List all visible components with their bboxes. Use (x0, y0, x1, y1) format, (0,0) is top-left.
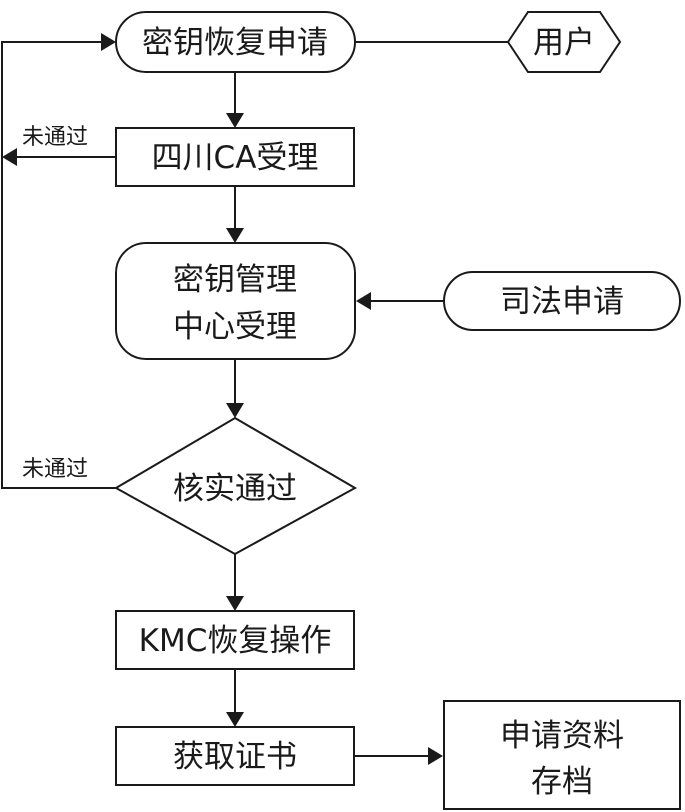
arrow-head (226, 403, 244, 418)
arrow-head (226, 712, 244, 727)
node-recovery-request-label: 密钥恢复申请 (142, 25, 328, 61)
edge-certificate-to-archive (354, 747, 443, 765)
node-verify-pass: 核实通过 (113, 416, 358, 556)
node-archive-label-line1: 申请资料 (500, 718, 624, 754)
arrow-head (226, 228, 244, 243)
node-recovery-request: 密钥恢复申请 (115, 11, 356, 73)
node-archive: 申请资料 存档 (443, 700, 681, 810)
edge-verify-to-recovery (226, 554, 244, 611)
arrow-head (2, 148, 17, 166)
node-verify-pass-label: 核实通过 (173, 471, 297, 507)
node-kmc-accept-label-line2: 中心受理 (173, 309, 297, 345)
edge-ca-rejected (2, 148, 116, 166)
arrow-head (226, 596, 244, 611)
node-sichuan-ca: 四川CA受理 (115, 127, 355, 187)
node-get-certificate-label: 获取证书 (173, 739, 297, 775)
edge-request-to-ca (226, 72, 244, 128)
arrow-head (101, 33, 116, 51)
edge-ca-to-kmc (226, 186, 244, 243)
arrow-head (428, 747, 443, 765)
node-user: 用户 (506, 11, 622, 73)
node-kmc-accept: 密钥管理 中心受理 (115, 242, 356, 360)
edge-label-ca-rejected: 未通过 (22, 125, 88, 150)
node-kmc-recovery: KMC恢复操作 (115, 610, 355, 670)
edge-label-verify-rejected: 未通过 (22, 457, 88, 482)
edge-judicial-to-kmc (356, 292, 444, 310)
node-judicial-request-label: 司法申请 (500, 284, 624, 320)
node-kmc-accept-label-line1: 密钥管理 (173, 262, 297, 298)
node-judicial-request: 司法申请 (443, 271, 681, 331)
edge-kmc-to-verify (226, 359, 244, 418)
node-kmc-recovery-label: KMC恢复操作 (139, 623, 332, 659)
edge-feedback-loop (1, 33, 116, 489)
edge-recovery-to-certificate (226, 669, 244, 727)
node-user-label: 用户 (533, 25, 595, 61)
node-sichuan-ca-label: 四川CA受理 (152, 140, 319, 176)
node-get-certificate: 获取证书 (115, 726, 355, 786)
arrow-head (226, 113, 244, 128)
arrow-head (356, 292, 371, 310)
node-archive-label-line2: 存档 (531, 764, 593, 800)
